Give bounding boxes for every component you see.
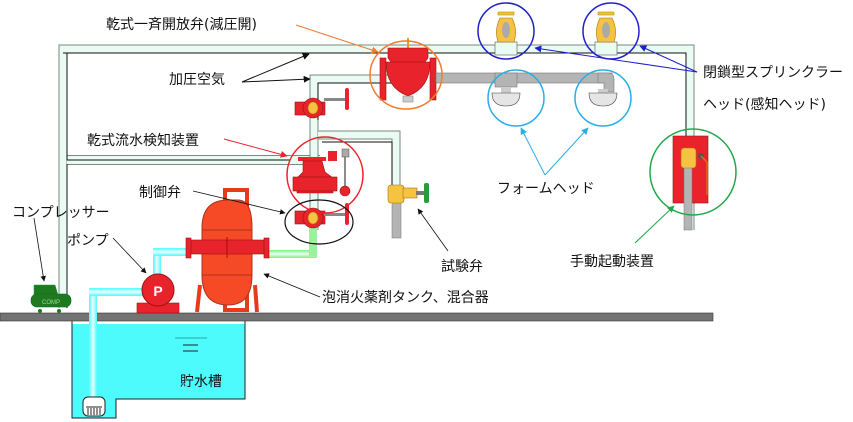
label-manual-start-device: 手動起動装置: [570, 254, 654, 270]
suction-pipe: [89, 248, 189, 408]
compressor-mark: COMP: [42, 300, 60, 306]
mixed-water-pipe: [265, 226, 317, 258]
leader-arrow: [634, 205, 675, 244]
leader-arrow: [417, 208, 449, 252]
leader-arrow: [241, 53, 310, 83]
foot-valve: [82, 396, 106, 417]
leader-arrow: [295, 24, 379, 54]
closed-sprinkler-head: [594, 11, 618, 56]
foam-head: [491, 72, 521, 107]
air-line-valve: [294, 88, 349, 119]
test-valve-device: [387, 183, 429, 239]
label-foam-tank-mixer: 泡消火薬剤タンク、混合器: [322, 290, 489, 306]
foam-head: [588, 89, 618, 107]
deluge-valve: [379, 38, 437, 103]
leader-arrow: [520, 127, 546, 176]
leader-arrow: [263, 273, 321, 298]
manual-device-highlight: [649, 128, 737, 216]
label-test-valve: 試験弁: [441, 259, 483, 275]
leader-arrow: [534, 45, 698, 73]
compressor: COMP: [30, 284, 72, 313]
foam-tank-mixer: [185, 188, 270, 313]
label-deluge-valve: 乾式一斉開放弁(減圧開): [106, 17, 257, 33]
label-closed-sprinkler-line2: ヘッド(感知ヘッド): [703, 97, 826, 113]
leader-arrow: [112, 237, 147, 274]
foam-discharge-pipe: [435, 72, 615, 93]
sprinkler-highlight: [477, 2, 535, 60]
label-storage-tank: 貯水槽: [180, 374, 222, 390]
detector-highlight: [286, 136, 364, 214]
label-compressor: コンプレッサー: [12, 205, 110, 221]
closed-sprinkler-head: [494, 11, 518, 56]
leader-arrow: [223, 138, 288, 158]
label-foam-head: フォームヘッド: [497, 181, 595, 197]
label-control-valve: 制御弁: [139, 185, 181, 201]
pump: P: [136, 273, 180, 314]
deluge-valve-highlight: [369, 40, 443, 110]
leader-arrow: [192, 190, 286, 215]
label-dry-flow-detector: 乾式流水検知装置: [87, 133, 199, 149]
leader-arrow: [639, 45, 698, 73]
control-valve-highlight: [284, 199, 354, 245]
leader-arrow: [241, 75, 311, 83]
foam-head-highlight: [487, 69, 545, 127]
leader-arrow: [544, 127, 589, 176]
label-pressurized-air: 加圧空気: [169, 72, 225, 88]
foam-head-highlight: [574, 69, 632, 127]
leader-arrow: [33, 217, 46, 282]
ground-line: [0, 312, 714, 322]
manual-start-device: [672, 135, 709, 231]
dry-flow-detector: [292, 148, 351, 197]
pump-mark: P: [153, 283, 162, 299]
label-closed-sprinkler-line1: 閉鎖型スプリンクラー: [703, 65, 843, 81]
label-pump: ポンプ: [67, 233, 109, 249]
